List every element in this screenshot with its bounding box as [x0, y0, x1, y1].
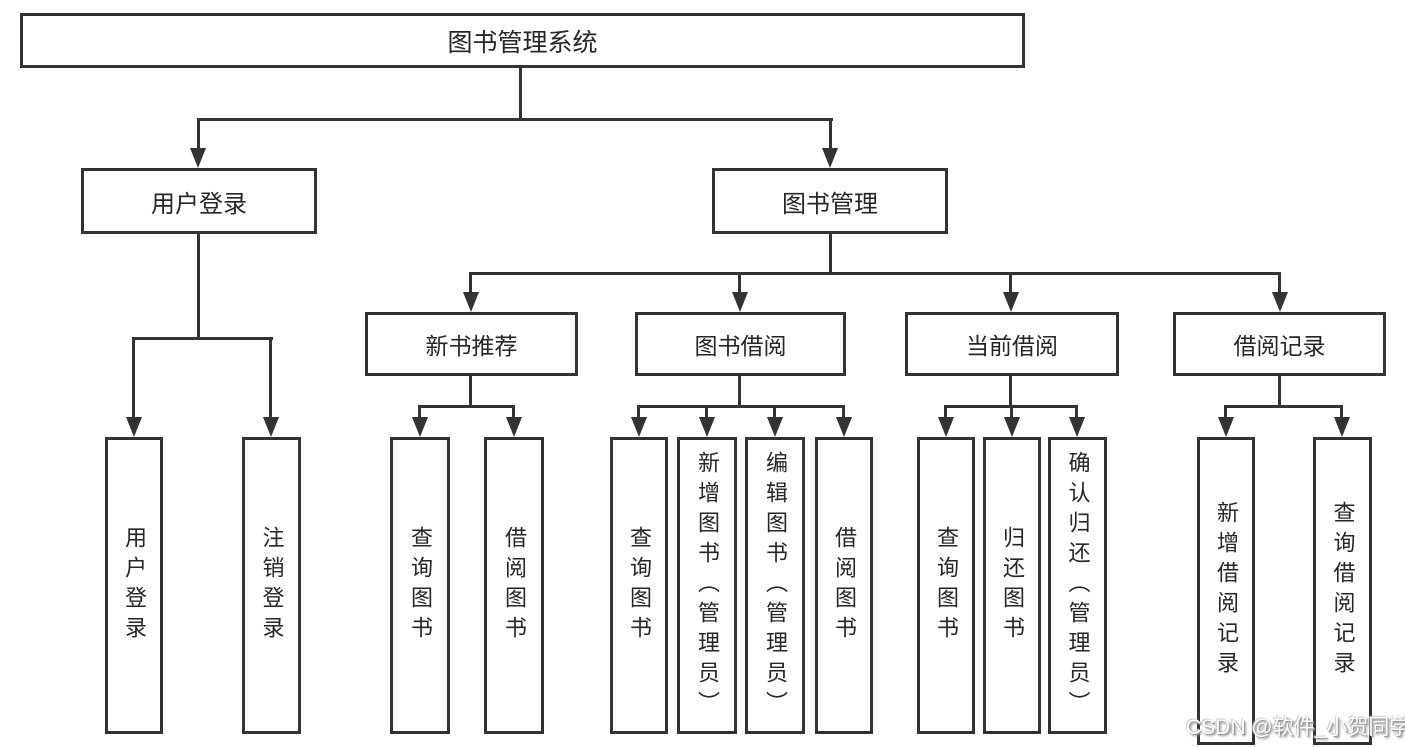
arrow-down-icon — [822, 148, 838, 168]
leaf-nbr-borrow-book-label: 借阅图书 — [502, 525, 527, 646]
connector-line — [705, 405, 708, 417]
connector-line — [738, 375, 741, 408]
leaf-br-add-record-label: 新增借阅记录 — [1214, 501, 1239, 681]
arrow-down-icon — [126, 417, 142, 437]
connector-line — [132, 337, 273, 340]
node-borrow-record: 借阅记录 — [1173, 312, 1386, 376]
leaf-logout: 注销登录 — [242, 437, 301, 734]
connector-line — [469, 375, 472, 408]
leaf-bb-query-book-label: 查询图书 — [627, 525, 652, 646]
leaf-logout-label: 注销登录 — [259, 525, 285, 646]
connector-line — [469, 272, 472, 292]
connector-line — [773, 405, 776, 417]
connector-line — [418, 405, 515, 408]
node-current-borrow-label: 当前借阅 — [966, 333, 1058, 359]
arrow-down-icon — [767, 417, 783, 437]
connector-line — [519, 68, 522, 120]
arrow-down-icon — [1003, 292, 1019, 312]
node-root: 图书管理系统 — [20, 13, 1025, 68]
leaf-cb-confirm-return-admin: 确认归还（管理员） — [1048, 437, 1107, 734]
leaf-cb-return-book: 归还图书 — [983, 437, 1041, 734]
leaf-cb-query-book-label: 查询图书 — [934, 525, 959, 646]
arrow-down-icon — [699, 417, 715, 437]
arrow-down-icon — [190, 148, 206, 168]
leaf-user-login-label: 用户登录 — [122, 525, 147, 646]
connector-line — [1278, 375, 1281, 408]
arrow-down-icon — [631, 417, 647, 437]
node-book-borrow: 图书借阅 — [635, 312, 846, 376]
arrow-down-icon — [1004, 417, 1020, 437]
connector-line — [197, 118, 200, 148]
arrow-down-icon — [732, 292, 748, 312]
leaf-nbr-query-book: 查询图书 — [390, 437, 450, 734]
connector-line — [1009, 375, 1012, 408]
arrow-down-icon — [836, 417, 852, 437]
arrow-down-icon — [463, 292, 479, 312]
arrow-down-icon — [263, 417, 279, 437]
connector-line — [829, 118, 832, 148]
node-user-login-label: 用户登录 — [151, 190, 247, 218]
leaf-br-query-record-label: 查询借阅记录 — [1330, 501, 1356, 681]
node-new-book-recommend-label: 新书推荐 — [425, 333, 518, 359]
leaf-br-query-record: 查询借阅记录 — [1313, 437, 1372, 745]
connector-line — [829, 233, 832, 274]
leaf-bb-edit-book-admin-label: 编辑图书（管理员） — [763, 450, 788, 721]
connector-line — [269, 337, 272, 417]
leaf-bb-edit-book-admin: 编辑图书（管理员） — [745, 437, 805, 734]
node-book-management: 图书管理 — [712, 168, 948, 234]
arrow-down-icon — [938, 417, 954, 437]
connector-line — [944, 405, 947, 417]
connector-line — [1224, 405, 1227, 417]
connector-line — [1340, 405, 1343, 417]
leaf-nbr-borrow-book: 借阅图书 — [484, 437, 544, 734]
connector-line — [637, 405, 640, 417]
connector-line — [738, 272, 741, 292]
node-book-borrow-label: 图书借阅 — [694, 333, 787, 359]
connector-line — [1075, 405, 1078, 417]
connector-line — [197, 233, 200, 340]
connector-line — [1224, 405, 1343, 408]
node-new-book-recommend: 新书推荐 — [365, 312, 578, 376]
leaf-bb-add-book-admin-label: 新增图书（管理员） — [695, 450, 720, 721]
connector-line — [197, 118, 833, 121]
leaf-bb-borrow-book: 借阅图书 — [815, 437, 873, 734]
leaf-bb-add-book-admin: 新增图书（管理员） — [677, 437, 737, 734]
csdn-watermark: CSDN @软件_小贺同学 — [1186, 716, 1405, 739]
connector-line — [1009, 272, 1012, 292]
leaf-cb-confirm-return-admin-label: 确认归还（管理员） — [1065, 450, 1091, 721]
arrow-down-icon — [1334, 417, 1350, 437]
arrow-down-icon — [1218, 417, 1234, 437]
leaf-bb-query-book: 查询图书 — [610, 437, 668, 734]
leaf-br-add-record: 新增借阅记录 — [1197, 437, 1255, 745]
leaf-cb-return-book-label: 归还图书 — [1000, 525, 1025, 646]
node-current-borrow: 当前借阅 — [905, 312, 1119, 376]
node-root-label: 图书管理系统 — [447, 28, 598, 57]
leaf-bb-borrow-book-label: 借阅图书 — [832, 525, 857, 646]
connector-line — [842, 405, 845, 417]
arrow-down-icon — [1272, 292, 1288, 312]
connector-line — [469, 272, 1281, 275]
arrow-down-icon — [506, 417, 522, 437]
leaf-user-login: 用户登录 — [105, 437, 163, 734]
connector-line — [132, 337, 135, 417]
connector-line — [512, 405, 515, 417]
node-book-management-label: 图书管理 — [782, 190, 878, 218]
connector-line — [1278, 272, 1281, 292]
node-user-login: 用户登录 — [81, 168, 317, 234]
connector-line — [418, 405, 421, 417]
arrow-down-icon — [412, 417, 428, 437]
leaf-cb-query-book: 查询图书 — [917, 437, 975, 734]
connector-line — [637, 405, 845, 408]
connector-line — [1010, 405, 1013, 417]
arrow-down-icon — [1069, 417, 1085, 437]
node-borrow-record-label: 借阅记录 — [1233, 333, 1326, 359]
leaf-nbr-query-book-label: 查询图书 — [408, 525, 433, 646]
